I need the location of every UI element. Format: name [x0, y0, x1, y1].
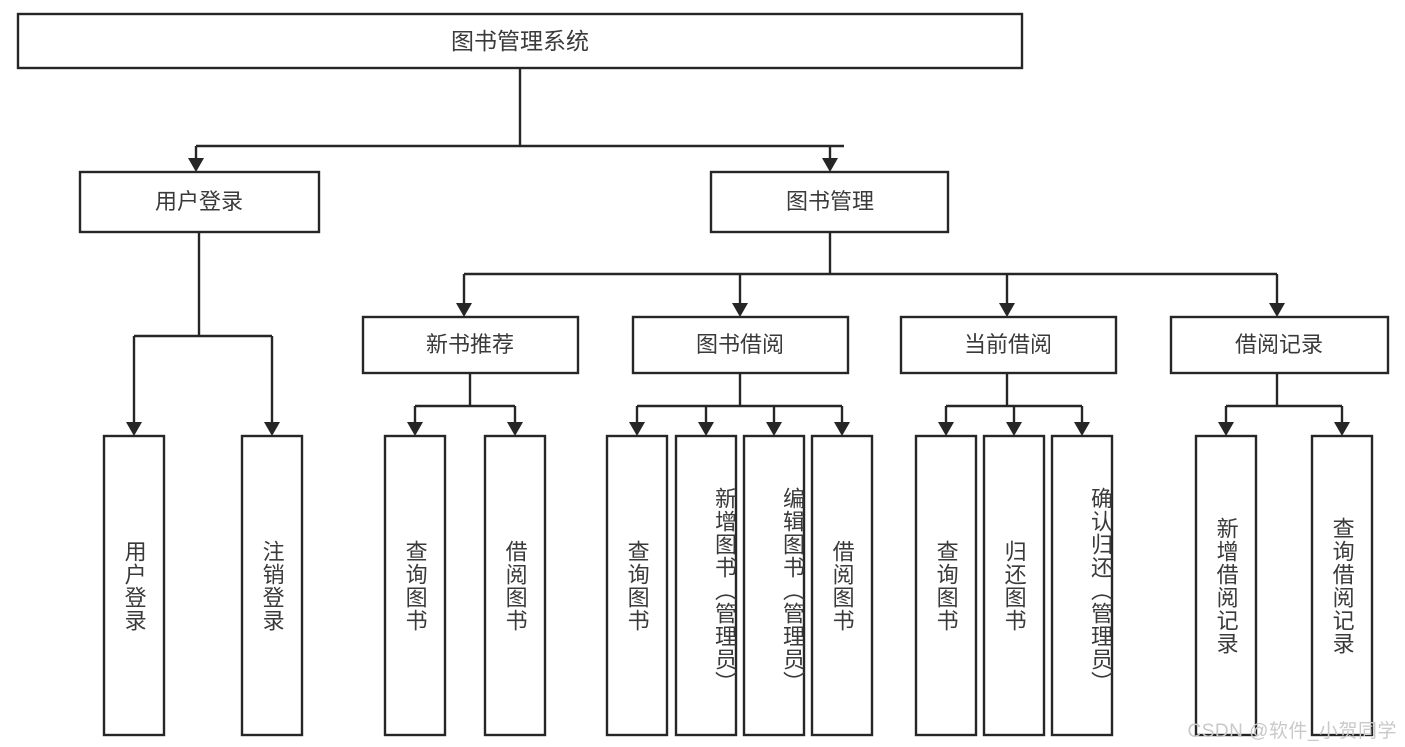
node-leaf-query-book-2[interactable] — [605, 434, 669, 737]
connector-book-manage-to-level3 — [456, 232, 1285, 317]
connector-borrow-record-to-leaves — [1218, 373, 1350, 436]
node-leaf-add-record[interactable] — [1194, 434, 1258, 737]
node-new-book-recommend[interactable]: 新书推荐 — [361, 315, 580, 375]
node-new-book-recommend-label: 新书推荐 — [426, 332, 514, 357]
node-leaf-add-book[interactable] — [674, 434, 738, 737]
connector-root-to-level2 — [188, 68, 844, 172]
node-user-login-label: 用户登录 — [155, 189, 243, 214]
node-user-login[interactable]: 用户登录 — [78, 170, 321, 234]
connector-new-book-recommend-to-leaves — [407, 373, 523, 436]
node-leaf-logout[interactable] — [240, 434, 304, 737]
node-leaf-edit-book[interactable] — [742, 434, 806, 737]
node-borrow-record[interactable]: 借阅记录 — [1169, 315, 1390, 375]
leaf-boxes — [102, 434, 1374, 737]
node-leaf-query-record[interactable] — [1310, 434, 1374, 737]
connector-current-borrow-to-leaves — [938, 373, 1090, 436]
node-leaf-return-book[interactable] — [982, 434, 1046, 737]
node-leaf-query-book-1[interactable] — [383, 434, 447, 737]
node-leaf-confirm-return[interactable] — [1050, 434, 1114, 737]
node-book-borrow[interactable]: 图书借阅 — [631, 315, 850, 375]
node-current-borrow-label: 当前借阅 — [964, 332, 1052, 357]
node-book-manage[interactable]: 图书管理 — [709, 170, 950, 234]
connector-book-borrow-to-leaves — [629, 373, 850, 436]
node-leaf-user-login[interactable] — [102, 434, 166, 737]
node-leaf-query-book-3[interactable] — [914, 434, 978, 737]
node-book-borrow-label: 图书借阅 — [696, 332, 784, 357]
node-current-borrow[interactable]: 当前借阅 — [899, 315, 1118, 375]
node-root[interactable]: 图书管理系统 — [16, 12, 1024, 70]
connector-user-login-to-leaves — [126, 232, 280, 436]
node-root-label: 图书管理系统 — [451, 28, 589, 54]
csdn-watermark: CSDN @软件_小贺同学 — [1187, 721, 1397, 742]
node-leaf-borrow-book-1[interactable] — [483, 434, 547, 737]
node-leaf-borrow-book-2[interactable] — [810, 434, 874, 737]
node-borrow-record-label: 借阅记录 — [1235, 332, 1323, 357]
node-book-manage-label: 图书管理 — [786, 189, 874, 214]
